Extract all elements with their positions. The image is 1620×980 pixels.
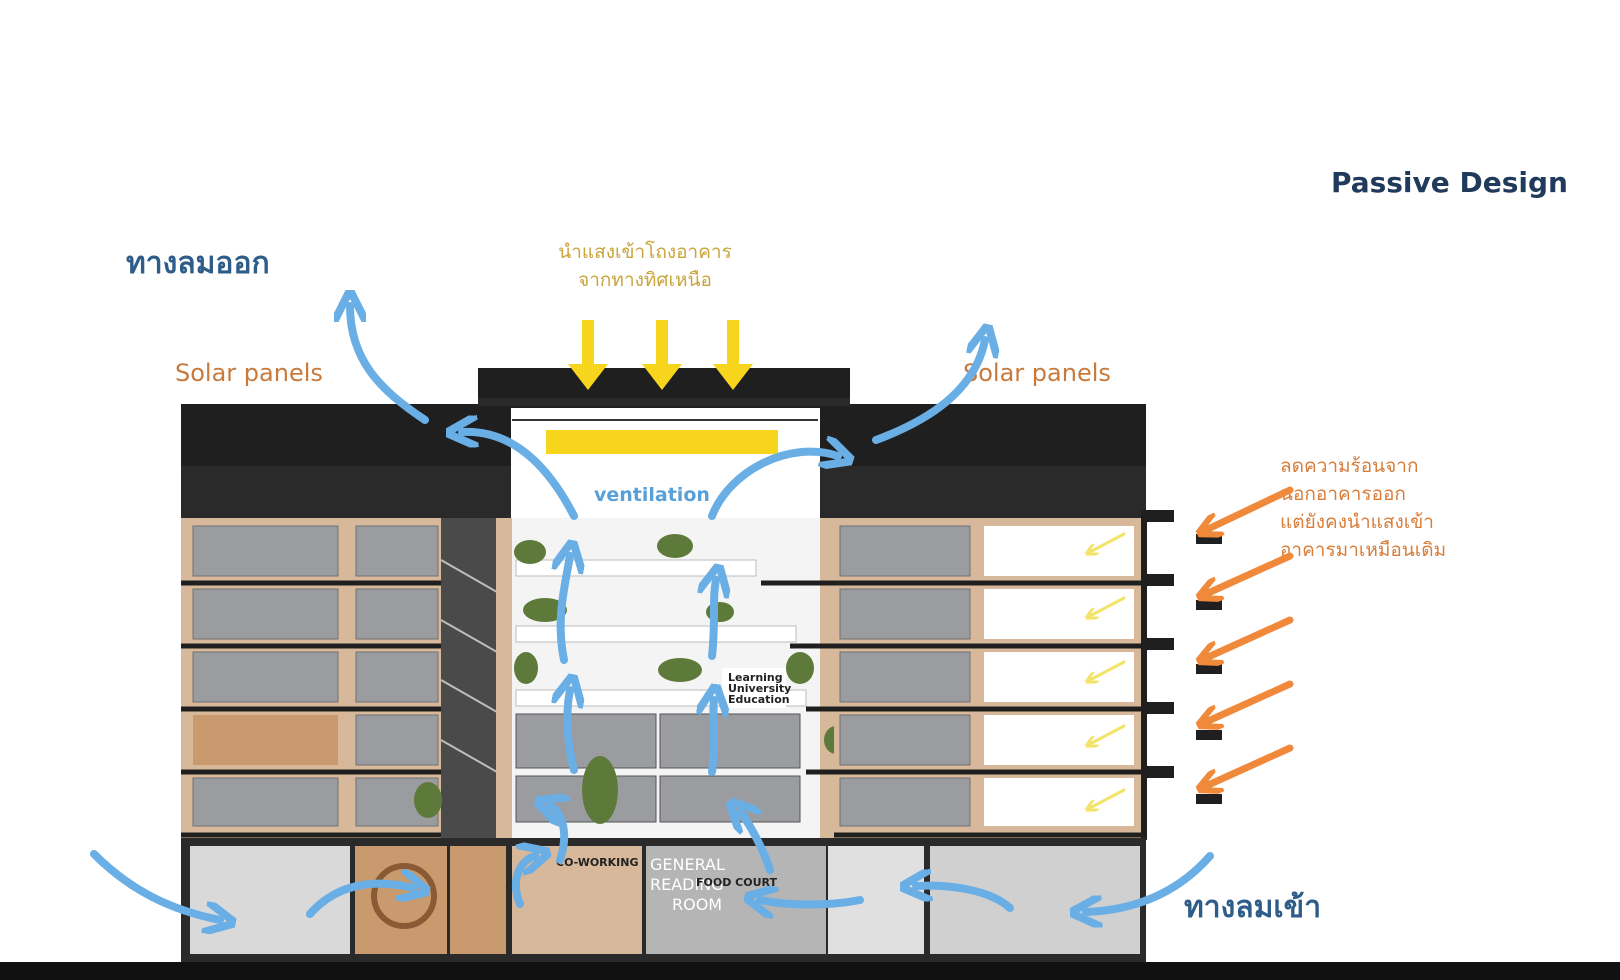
- wind-arrows: [90, 306, 1214, 920]
- heat-note-line: นอกอาคารออก: [1280, 483, 1406, 505]
- general-reading-label-2: READING: [650, 875, 724, 894]
- wind-in-label: ทางลมเข้า: [1184, 890, 1322, 925]
- learning-sign: [722, 668, 786, 708]
- roof-skylight-lip: [478, 398, 850, 406]
- co-working-label: CO-WORKING: [556, 856, 639, 869]
- general-reading-label-1: GENERAL: [650, 855, 725, 874]
- wind-out-label: ทางลมออก: [126, 246, 270, 281]
- learning-label-1: Learning: [728, 671, 783, 684]
- page-title: Passive Design: [1330, 166, 1568, 199]
- heat-note-line: แต่ยังคงนำแสงเข้า: [1280, 511, 1434, 533]
- heat-arrows: [1206, 486, 1294, 786]
- right-upper-band: [820, 466, 1146, 518]
- left-upper-band: [181, 466, 511, 518]
- ventilation-label: ventilation: [594, 484, 710, 506]
- daylight-note: นำแสงเข้าโถงอาคาร จากทางทิศเหนือ: [540, 238, 750, 294]
- learning-label-3: Education: [728, 693, 790, 706]
- solar-panels-label-left: Solar panels: [175, 359, 323, 387]
- solar-panels-label-right: Solar panels: [963, 359, 1111, 387]
- daylight-note-line1: นำแสงเข้าโถงอาคาร: [558, 241, 732, 263]
- louvres: [1141, 510, 1222, 840]
- general-reading-label-3: ROOM: [672, 895, 722, 914]
- left-wing: [181, 518, 441, 838]
- skylight-glow: [546, 430, 778, 454]
- base-line: [0, 962, 1620, 980]
- heat-reduction-note: ลดความร้อนจาก นอกอาคารออก แต่ยังคงนำแสงเ…: [1280, 452, 1446, 564]
- right-wing: [761, 518, 1146, 838]
- heat-note-line: อาคารมาเหมือนเดิม: [1280, 539, 1447, 561]
- roof-right: [820, 404, 1146, 466]
- heat-note-line: ลดความร้อนจาก: [1280, 455, 1419, 477]
- filtered-light-arrows: [1090, 532, 1126, 808]
- learning-label-2: University: [728, 682, 791, 695]
- sun-arrows: [568, 320, 753, 390]
- daylight-note-line2: จากทางทิศเหนือ: [578, 269, 712, 291]
- food-court-label: FOOD COURT: [696, 876, 778, 889]
